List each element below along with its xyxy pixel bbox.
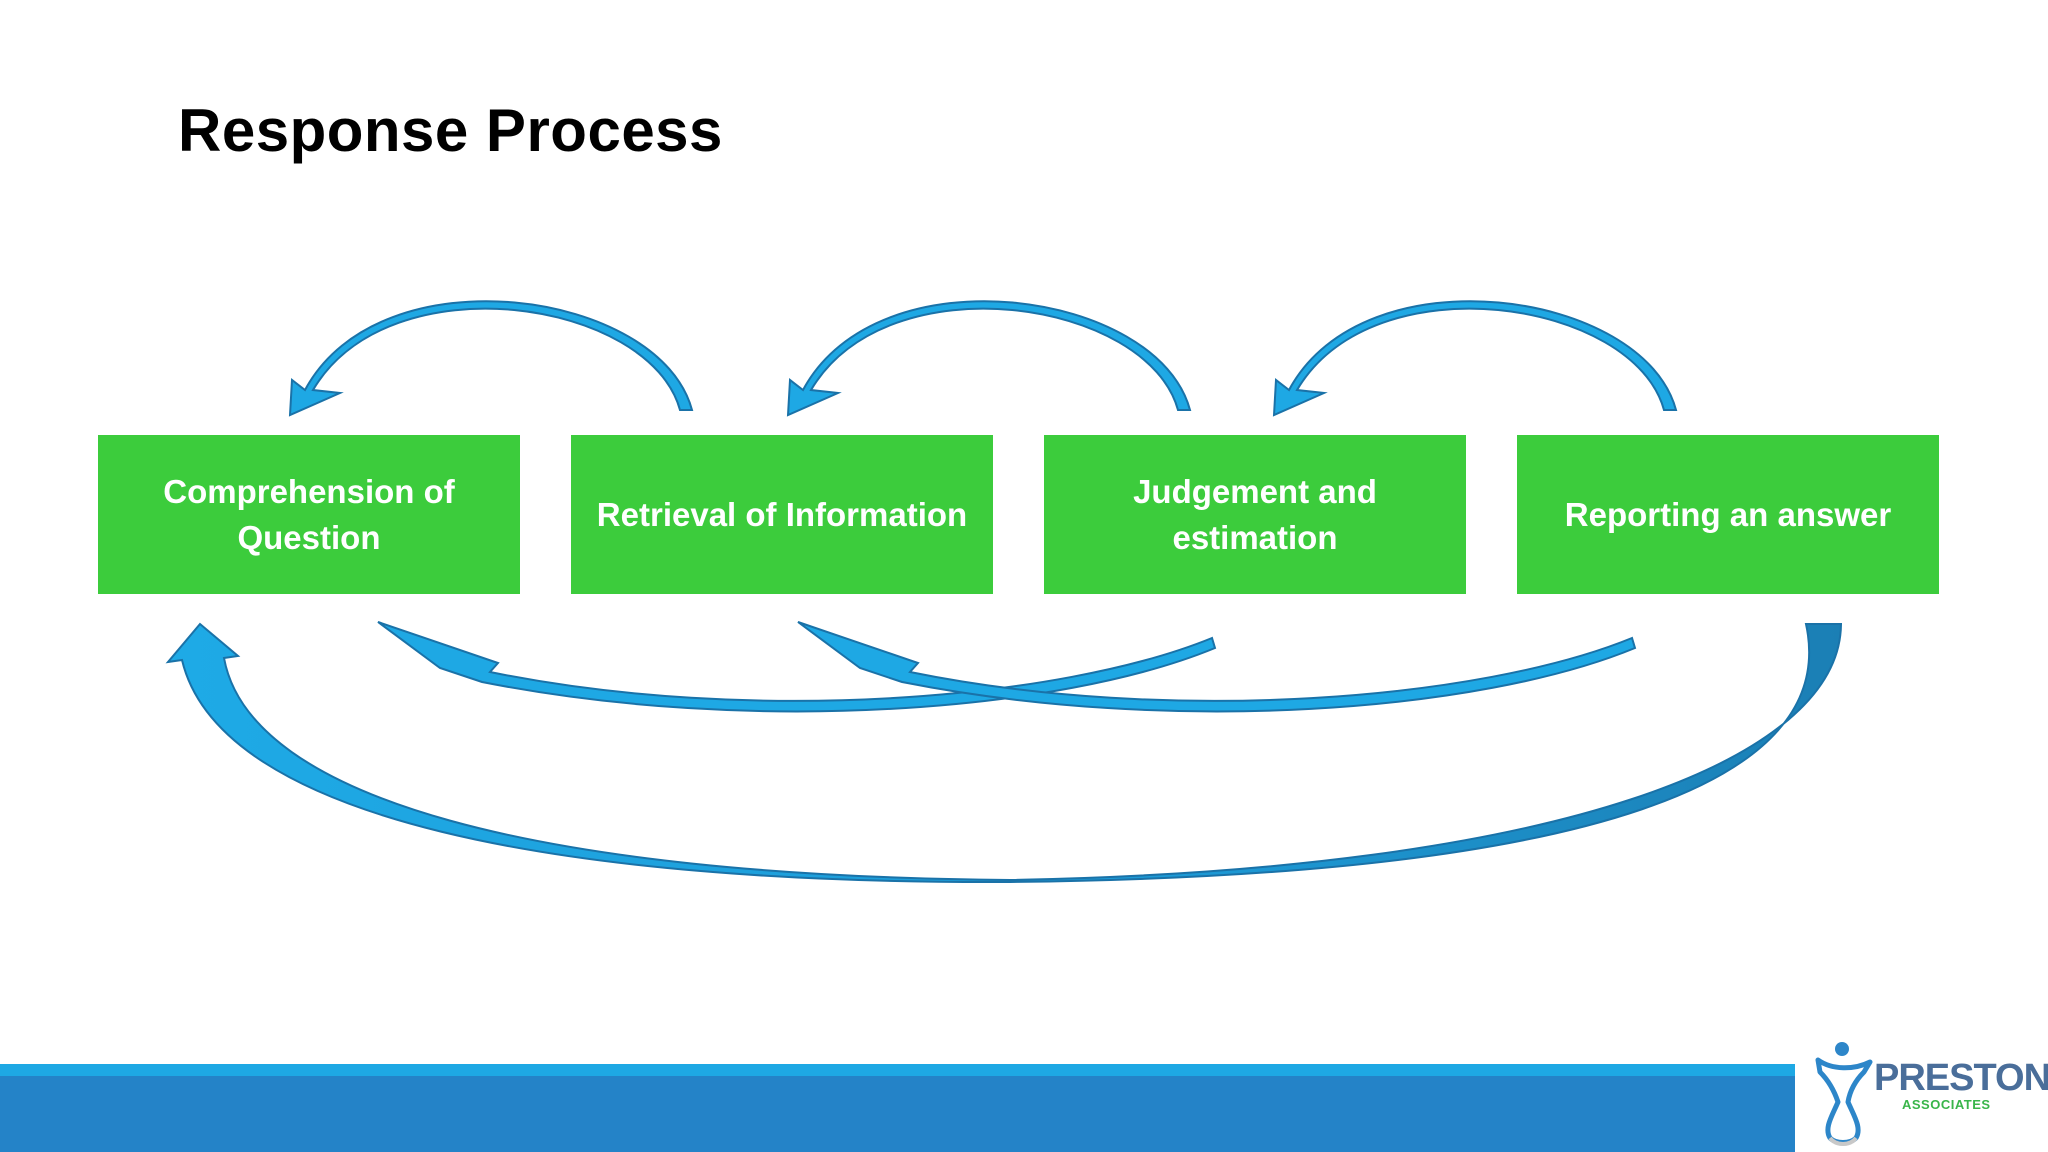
preston-logo-icon (1815, 1042, 1873, 1146)
step-label: Reporting an answer (1564, 495, 1892, 533)
step-label: Retrieval of Information (596, 495, 968, 533)
arrow-retrieval-to-comprehension (288, 300, 694, 417)
slide-title: Response Process (178, 97, 723, 164)
arrow-reporting-to-comprehension (165, 622, 1843, 884)
footer-stripe (0, 1064, 1795, 1076)
step-label: Judgement and estimation (1133, 472, 1377, 556)
step-comprehension: Comprehension of Question (98, 435, 520, 594)
logo-subtitle: ASSOCIATES (1902, 1097, 1991, 1112)
step-reporting: Reporting an answer (1517, 435, 1939, 594)
arrow-reporting-to-retrieval (797, 621, 1637, 713)
step-retrieval: Retrieval of Information (571, 435, 993, 594)
logo-name: PRESTON (1874, 1057, 2048, 1099)
arrow-judgement-to-retrieval (786, 300, 1192, 417)
arrow-reporting-to-judgement (1272, 300, 1678, 417)
footer-bar (0, 1076, 1795, 1152)
step-judgement: Judgement and estimation (1044, 435, 1466, 594)
step-label: Comprehension of Question (163, 472, 455, 556)
